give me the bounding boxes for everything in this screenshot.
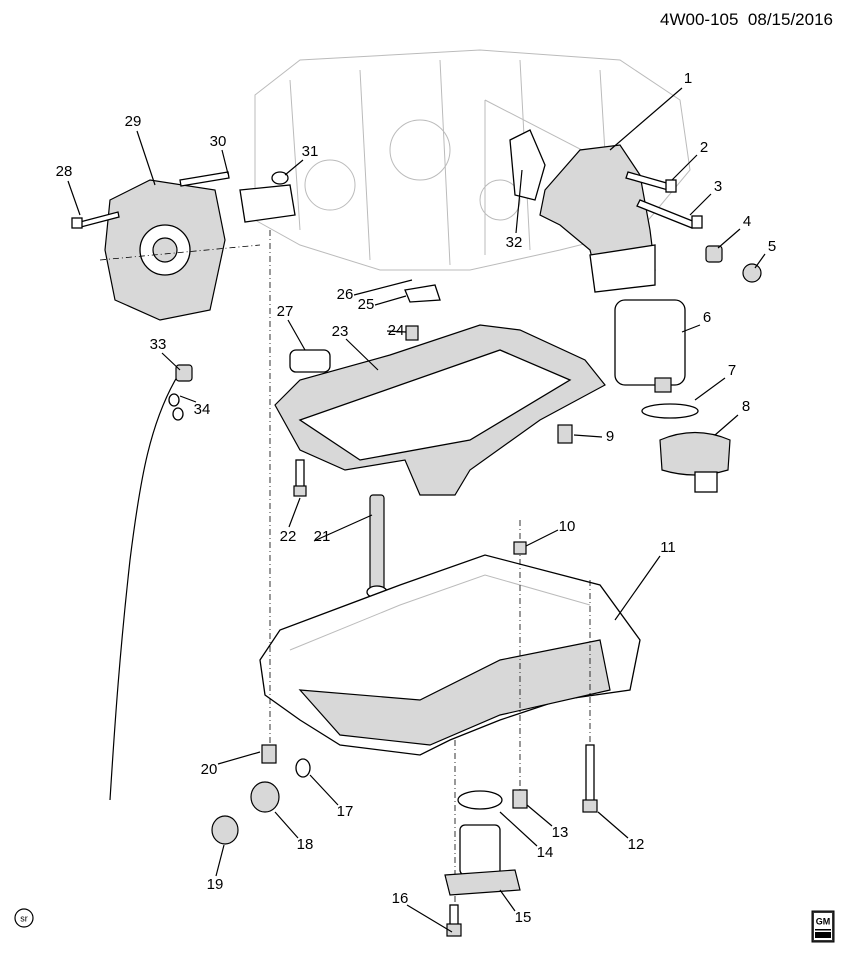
bolt-16 (446, 904, 462, 937)
callout-3: 3 (714, 178, 722, 195)
diagram-code: 4W00-105 (660, 10, 739, 29)
bolt-12 (582, 744, 598, 813)
callout-20: 20 (201, 761, 218, 778)
callout-27: 27 (277, 303, 294, 320)
gm-logo: GM (811, 910, 835, 943)
callout-2: 2 (700, 139, 708, 156)
spring-18 (250, 781, 280, 813)
callout-14: 14 (537, 844, 554, 861)
oil-filter (614, 299, 686, 393)
bolt-24 (405, 325, 419, 341)
callout-28: 28 (56, 163, 73, 180)
callout-23: 23 (332, 323, 349, 340)
bolt-22 (293, 459, 307, 497)
callout-13: 13 (552, 824, 569, 841)
callout-21: 21 (314, 528, 331, 545)
callout-8: 8 (742, 398, 750, 415)
callout-17: 17 (337, 803, 354, 820)
bolt-13 (512, 789, 528, 809)
callout-16: 16 (392, 890, 409, 907)
diagram-header: 4W00-105 08/15/2016 (660, 10, 833, 30)
sr-badge: sr (14, 908, 34, 928)
callout-6: 6 (703, 309, 711, 326)
seal-14 (457, 790, 503, 810)
bracket-25 (404, 284, 441, 303)
bolt-30 (179, 171, 230, 187)
filter-15 (444, 824, 521, 896)
callout-32: 32 (506, 234, 523, 251)
dipstick (109, 364, 193, 801)
callout-31: 31 (302, 143, 319, 160)
bolt-2 (625, 171, 677, 193)
plug-19 (211, 815, 239, 845)
seal-17 (295, 758, 311, 778)
callout-18: 18 (297, 836, 314, 853)
callout-labels: 1 2 3 4 5 6 7 8 9 10 11 12 13 14 15 16 1… (56, 70, 777, 926)
bolt-9 (557, 424, 573, 444)
oil-pickup (366, 494, 388, 599)
callout-29: 29 (125, 113, 142, 130)
seal-27 (289, 349, 331, 373)
callout-1: 1 (684, 70, 692, 87)
callout-15: 15 (515, 909, 532, 926)
callout-7: 7 (728, 362, 736, 379)
plug-5 (742, 263, 762, 283)
bolt-20 (261, 744, 277, 764)
callout-34: 34 (194, 401, 211, 418)
bolt-10 (513, 541, 527, 555)
callout-19: 19 (207, 876, 224, 893)
callout-22: 22 (280, 528, 297, 545)
svg-text:sr: sr (20, 913, 28, 923)
diagram-date: 08/15/2016 (747, 10, 833, 29)
bolt-3 (636, 199, 703, 229)
seal-31 (239, 171, 296, 223)
callout-12: 12 (628, 836, 645, 853)
svg-text:GM: GM (816, 916, 831, 926)
seal-7 (641, 403, 699, 419)
callout-4: 4 (743, 213, 751, 230)
oil-pump (99, 179, 261, 321)
callout-33: 33 (150, 336, 167, 353)
callout-30: 30 (210, 133, 227, 150)
gasket-32 (509, 129, 546, 201)
callout-5: 5 (768, 238, 776, 255)
callout-25: 25 (358, 296, 375, 313)
spacer-4 (705, 245, 723, 263)
callout-9: 9 (606, 428, 614, 445)
oil-filter-adapter (539, 144, 656, 293)
bolt-28 (71, 211, 120, 229)
leader-lines (67, 87, 766, 933)
callout-24: 24 (388, 322, 405, 339)
callout-11: 11 (660, 539, 676, 556)
callout-26: 26 (337, 286, 354, 303)
callout-10: 10 (559, 518, 576, 535)
lower-oil-pan (259, 554, 641, 756)
filter-cap-8 (659, 431, 731, 493)
upper-oil-pan (274, 324, 606, 496)
